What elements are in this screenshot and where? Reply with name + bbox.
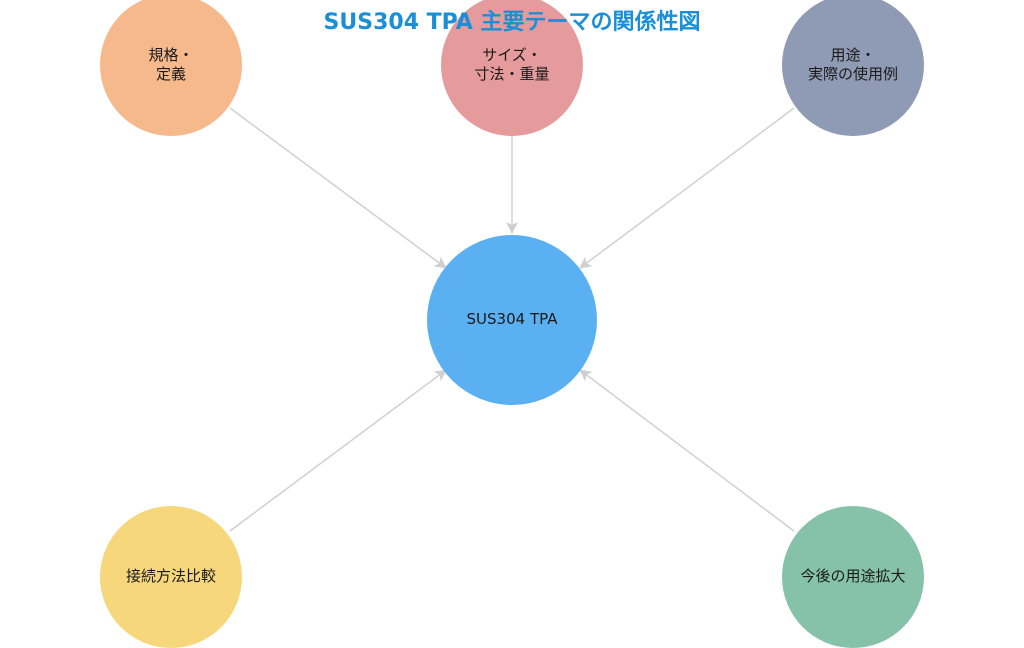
center-node: SUS304 TPA [427,235,597,405]
edge-conn-to-center [229,369,447,532]
node-future-label: 今後の用途拡大 [800,567,906,586]
node-spec: 規格・ 定義 [100,0,242,136]
node-connection-label: 接続方法比較 [125,567,216,586]
edge-spec-to-center [229,107,447,269]
center-node-label: SUS304 TPA [466,310,558,329]
node-connection: 接続方法比較 [100,506,242,648]
node-use: 用途・ 実際の使用例 [782,0,924,136]
node-future: 今後の用途拡大 [782,506,924,648]
node-size-label: サイズ・ 寸法・重量 [474,45,550,84]
node-use-label: 用途・ 実際の使用例 [807,45,898,84]
edge-future-to-center [579,369,795,532]
node-spec-label: 規格・ 定義 [148,45,194,84]
edge-use-to-center [579,107,795,269]
node-size: サイズ・ 寸法・重量 [441,0,583,136]
